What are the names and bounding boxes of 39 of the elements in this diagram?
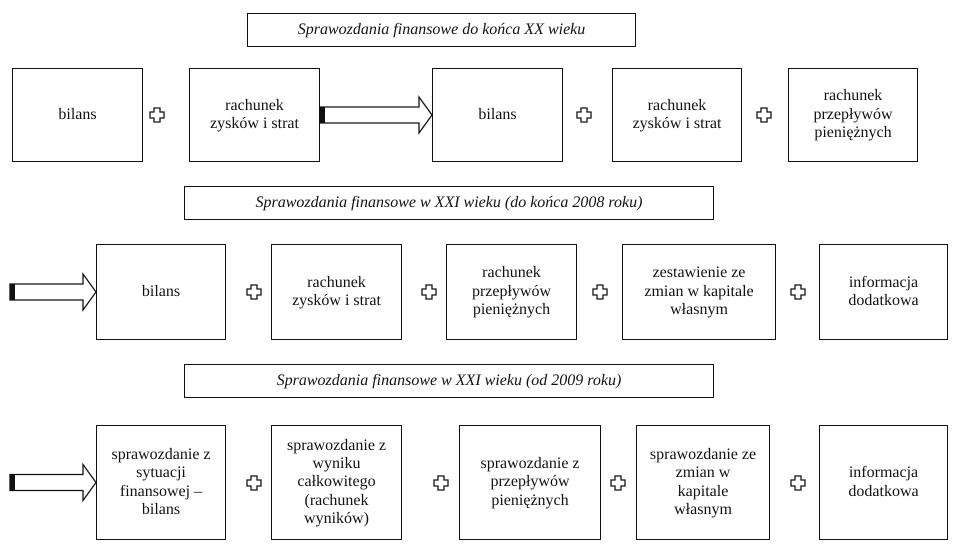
box-text: rachunek przepływów pieniężnych: [470, 264, 552, 320]
title-box: [184, 364, 714, 398]
box-text: bilans: [478, 106, 517, 124]
statement-box: [96, 244, 226, 340]
box-text: zestawienie ze zmian w kapitale własnym: [643, 264, 755, 320]
box-text: sprawozdanie z sytuacji finansowej – bilans: [110, 446, 212, 520]
box-text: informacja dodatkowa: [847, 274, 920, 310]
statement-box: [12, 68, 143, 162]
block-arrow: [319, 94, 433, 136]
block-arrow: [9, 272, 97, 312]
title-box: [184, 186, 714, 220]
section-title: Sprawozdania finansowe do końca XX wieku: [298, 20, 586, 40]
box-text: bilans: [142, 282, 180, 302]
statement-box: [96, 425, 226, 540]
statement-box: [636, 425, 770, 540]
statement-box: [189, 68, 320, 162]
box-text: bilans: [58, 106, 97, 124]
section-title: Sprawozdania finansowe w XXI wieku (od 2009 roku): [276, 371, 622, 391]
statement-box: [271, 244, 402, 340]
title-box: [247, 13, 636, 47]
statement-box: [622, 244, 776, 340]
box-text: sprawozdanie z wyniku całkowitego (rachunek wyników): [286, 436, 388, 528]
box-text: rachunek przepływów pieniężnych: [812, 87, 894, 143]
section-title: Sprawozdania finansowe w XXI wieku (do końca 2008 roku): [256, 193, 642, 213]
statement-box: [612, 68, 742, 162]
statement-box: [819, 244, 948, 340]
statement-box: [788, 68, 918, 162]
box-text: rachunek zysków i strat: [291, 274, 382, 310]
box-text: rachunek zysków i strat: [209, 96, 300, 134]
box-text: informacja dodatkowa: [847, 464, 920, 501]
box-text: rachunek zysków i strat: [632, 96, 722, 134]
statement-box: [819, 425, 948, 540]
statement-box: [446, 244, 577, 340]
statement-box: [459, 425, 601, 540]
box-text: sprawozdanie ze zmian w kapitale własnym: [649, 446, 757, 520]
statement-box: [271, 425, 402, 540]
box-text: sprawozdanie z przepływów pieniężnych: [479, 454, 581, 510]
block-arrow: [9, 462, 97, 503]
statement-box: [432, 68, 563, 162]
